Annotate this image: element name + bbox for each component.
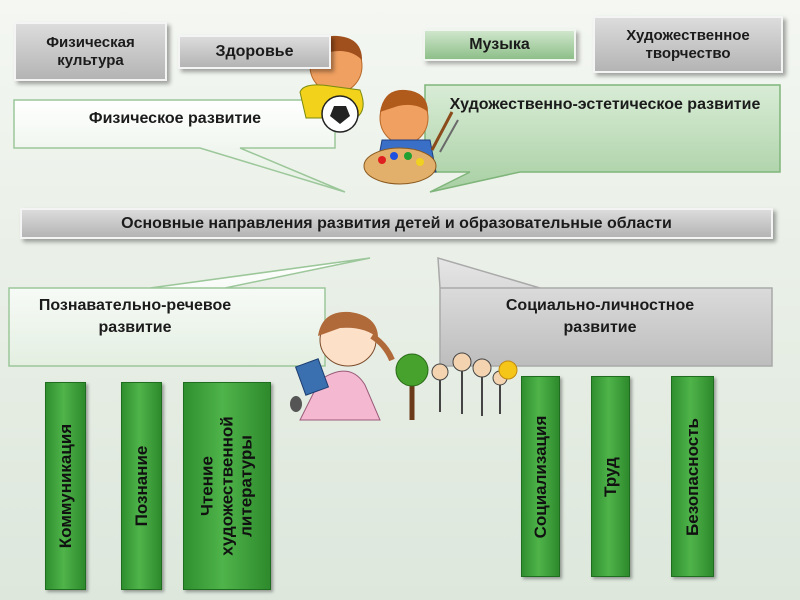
physical-development-label: Физическое развитие	[88, 110, 262, 127]
girl-reading-illustration	[290, 311, 395, 421]
physical-culture-label: Физическая культура	[46, 33, 135, 69]
callout-cognitive-shape	[8, 257, 371, 367]
safety-column: Безопасность	[671, 376, 714, 577]
reading-label-line2: художественной	[217, 416, 237, 556]
cognitive-speech-label: Познавательно-речевое развитие	[38, 297, 232, 336]
reading-label-line3: литературы	[236, 435, 256, 537]
social-personal-label: Социально-личностное развитие	[505, 297, 695, 336]
main-banner: Основные направления развития детей и об…	[20, 208, 773, 239]
safety-label: Безопасность	[682, 417, 702, 536]
tree-children-illustration	[395, 352, 518, 420]
cognition-column: Познание	[121, 382, 162, 590]
socialization-column: Социализация	[521, 376, 560, 577]
reading-column: Чтение художественной литературы	[183, 382, 271, 590]
reading-label: Чтение художественной литературы	[198, 416, 257, 556]
labor-label: Труд	[600, 456, 620, 497]
communication-label: Коммуникация	[55, 423, 75, 549]
health-label: Здоровье	[215, 43, 294, 61]
health-box: Здоровье	[178, 35, 331, 69]
boy-football-illustration	[299, 35, 364, 133]
communication-column: Коммуникация	[45, 382, 86, 590]
callout-social-shape	[437, 256, 773, 367]
cognition-label: Познание	[131, 445, 151, 527]
artistic-creativity-box: Художественное творчество	[593, 16, 783, 73]
labor-column: Труд	[591, 376, 630, 577]
socialization-label: Социализация	[530, 415, 550, 538]
boy-palette-illustration	[363, 89, 459, 185]
music-box: Музыка	[423, 29, 576, 61]
physical-culture-box: Физическая культура	[14, 22, 167, 81]
aesthetic-development-label: Художественно-эстетическое развитие	[449, 96, 761, 113]
artistic-creativity-label: Художественное творчество	[626, 26, 750, 62]
reading-label-line1: Чтение	[197, 456, 217, 516]
music-label: Музыка	[469, 36, 530, 54]
main-banner-label: Основные направления развития детей и об…	[121, 214, 672, 232]
